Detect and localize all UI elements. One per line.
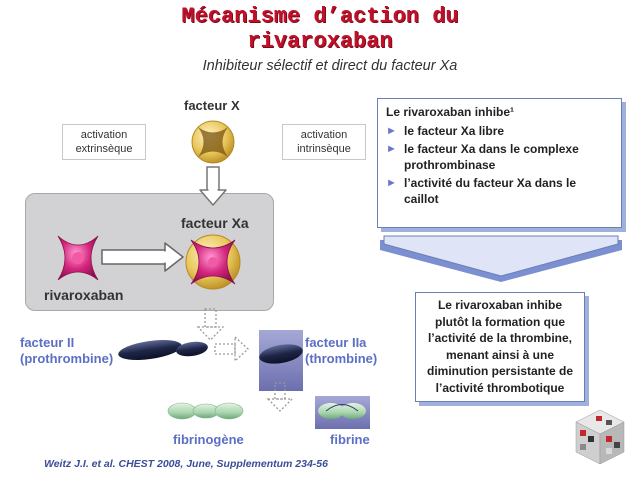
cube-logo-icon [575, 409, 625, 465]
facteur-ii-label: facteur II (prothrombine) [20, 335, 113, 367]
inhibition-box: Le rivaroxaban inhibe¹ ► le facteur Xa l… [377, 98, 622, 228]
prothrombine-molecule [118, 340, 208, 360]
activation-intrinseque-line1: activation [300, 129, 348, 141]
bullet-triangle-icon: ► [386, 125, 397, 137]
page-title: Mécanisme d’action du [181, 4, 459, 29]
activation-intrinseque-label: activation intrinsèque [282, 124, 366, 160]
facteur-xa-complex [185, 234, 241, 290]
result-line: menant ainsi à une [445, 347, 555, 362]
fibrinogene-label: fibrinogène [173, 432, 244, 447]
thrombine-block [259, 330, 303, 391]
facteur-ii-line2: (prothrombine) [20, 351, 114, 366]
dashed-arrow-down-1 [196, 308, 225, 341]
activation-extrinseque-line2: extrinsèque [75, 143, 133, 155]
facteur-iia-line2: (thrombine) [305, 351, 378, 366]
inhibition-item: ► l’activité du facteur Xa dans le caill… [386, 175, 613, 207]
result-box: Le rivaroxaban inhibe plutôt la formatio… [415, 292, 585, 402]
result-line: l’activité thrombotique [435, 380, 565, 395]
big-down-arrow [380, 235, 622, 282]
inhibition-item-text: le facteur Xa libre [404, 124, 505, 138]
inhibition-heading: Le rivaroxaban inhibe¹ [386, 105, 515, 119]
facteur-iia-label: facteur IIa (thrombine) [305, 335, 377, 367]
inhibition-item: ► le facteur Xa dans le complexe prothro… [386, 141, 613, 173]
facteur-iia-line1: facteur IIa [305, 335, 367, 350]
result-line: l’activité de la thrombine, [427, 331, 573, 345]
bullet-triangle-icon: ► [386, 177, 397, 189]
fibrine-molecule [315, 396, 370, 429]
inhibition-arrow-right [101, 242, 184, 272]
facteur-x-molecule [191, 120, 235, 164]
dashed-arrow-down-2 [266, 382, 294, 412]
activation-extrinseque-label: activation extrinsèque [62, 124, 146, 160]
rivaroxaban-molecule [57, 235, 99, 281]
inhibition-item: ► le facteur Xa libre [386, 123, 613, 139]
dashed-arrow-right [214, 335, 249, 363]
rivaroxaban-label: rivaroxaban [44, 287, 124, 303]
activation-extrinseque-line1: activation [80, 129, 128, 141]
result-line: plutôt la formation que [435, 314, 565, 329]
inhibition-item-text: le facteur Xa dans le complexe prothromb… [404, 142, 579, 172]
result-line: diminution persistante de [426, 364, 573, 378]
facteur-xa-label: facteur Xa [181, 215, 249, 231]
page-subtitle: Inhibiteur sélectif et direct du facteur… [202, 58, 458, 74]
activation-arrow-down [199, 166, 227, 206]
fibrinogene-molecule [167, 402, 244, 420]
bullet-triangle-icon: ► [386, 143, 397, 155]
activation-intrinseque-line2: intrinsèque [297, 143, 351, 155]
reference-citation: Weitz J.I. et al. CHEST 2008, June, Supp… [44, 458, 328, 470]
facteur-x-label: facteur X [184, 98, 240, 113]
result-line: Le rivaroxaban inhibe [437, 298, 563, 312]
inhibition-item-text: l’activité du facteur Xa dans le caillot [404, 176, 577, 206]
facteur-ii-line1: facteur II [20, 335, 75, 350]
fibrine-label: fibrine [330, 432, 370, 447]
page-title-line2: rivaroxaban [247, 29, 393, 54]
